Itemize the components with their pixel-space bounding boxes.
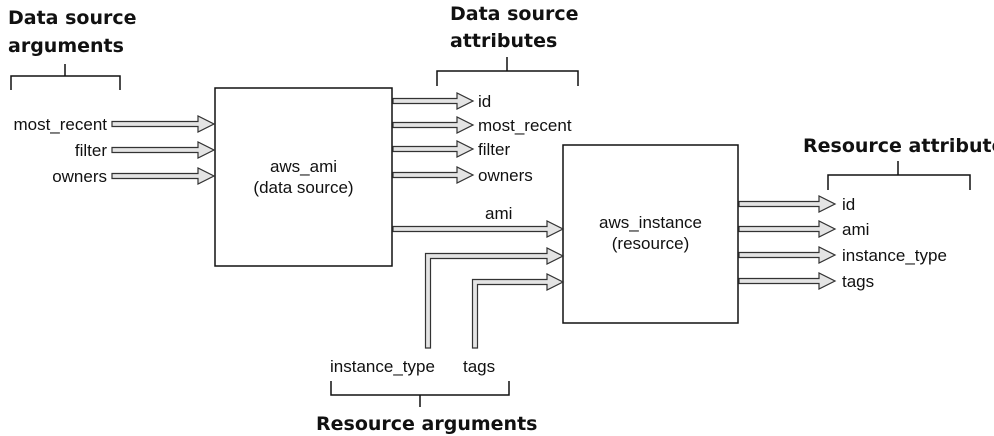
aws-instance-box-subtitle: (resource) xyxy=(612,234,689,253)
header-data-source-attributes-line2: attributes xyxy=(450,30,557,52)
ami-connection-arrow xyxy=(392,220,565,238)
aws-ami-data-source-box xyxy=(214,87,393,267)
resource-attr-arrow xyxy=(738,195,837,213)
resource-attr-arrow xyxy=(738,220,837,238)
header-resource-attributes: Resource attributes xyxy=(803,135,994,157)
resource-attr-label: tags xyxy=(842,272,874,291)
bracket-data-source-attributes xyxy=(436,57,579,86)
resource-arg-arrow-instance-type xyxy=(424,247,565,349)
resource-attr-label: ami xyxy=(842,220,869,239)
data-source-arg-label: filter xyxy=(75,141,107,160)
aws-ami-box-title: aws_ami xyxy=(270,157,337,176)
data-source-attr-arrow xyxy=(392,140,475,158)
resource-arg-label-instance-type: instance_type xyxy=(330,357,435,376)
aws-instance-resource-box xyxy=(562,144,739,324)
data-source-attr-arrow xyxy=(392,116,475,134)
bracket-data-source-arguments xyxy=(10,64,121,90)
header-data-source-arguments-line2: arguments xyxy=(8,35,124,57)
resource-attr-arrow xyxy=(738,272,837,290)
header-data-source-attributes-line1: Data source xyxy=(450,3,579,25)
data-source-attr-label: filter xyxy=(478,140,510,159)
data-source-attr-label: id xyxy=(478,92,491,111)
data-source-arg-arrow xyxy=(111,115,216,133)
data-source-attr-arrow xyxy=(392,92,475,110)
data-source-arg-label: most_recent xyxy=(13,115,107,134)
resource-attr-label: id xyxy=(842,195,855,214)
data-source-arg-label: owners xyxy=(52,167,107,186)
bracket-resource-arguments xyxy=(330,381,510,407)
data-source-attr-label: most_recent xyxy=(478,116,572,135)
data-source-attr-label: owners xyxy=(478,166,533,185)
header-resource-arguments: Resource arguments xyxy=(316,413,537,435)
resource-attr-arrow xyxy=(738,246,837,264)
resource-attr-label: instance_type xyxy=(842,246,947,265)
data-source-arg-arrow xyxy=(111,167,216,185)
aws-ami-box-subtitle: (data source) xyxy=(253,178,353,197)
resource-arg-arrow-tags xyxy=(471,273,565,349)
data-source-arg-arrow xyxy=(111,141,216,159)
ami-connection-label: ami xyxy=(485,204,512,223)
resource-arg-label-tags: tags xyxy=(463,357,495,376)
header-data-source-arguments-line1: Data source xyxy=(8,7,137,29)
bracket-resource-attributes xyxy=(827,161,971,190)
aws-instance-box-title: aws_instance xyxy=(599,213,702,232)
data-source-attr-arrow xyxy=(392,166,475,184)
